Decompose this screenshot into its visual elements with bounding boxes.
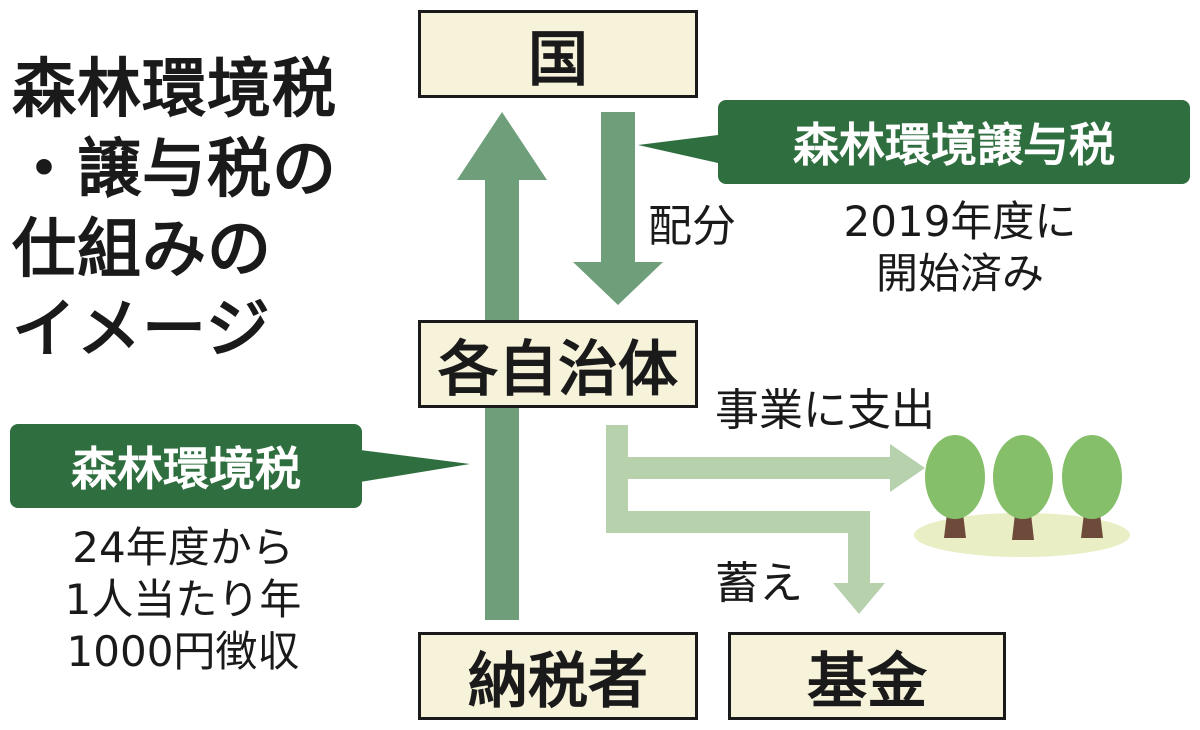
label-distribution: 配分	[648, 201, 736, 252]
title-line-3: 仕組みの	[12, 213, 272, 287]
tree-icon	[993, 435, 1053, 540]
title-line-4: イメージ	[12, 293, 271, 367]
node-taxpayers: 納税者	[418, 632, 698, 720]
callout-forest-tax: 森林環境税	[10, 424, 362, 508]
node-national: 国	[418, 10, 698, 98]
note-forest-tax-line-3: 1000円徴収	[66, 627, 300, 676]
node-local-governments: 各自治体	[418, 320, 698, 408]
transfer-tax-pointer	[638, 135, 718, 163]
tree-icon	[1062, 435, 1122, 538]
title-line-1: 森林環境税	[12, 53, 337, 127]
note-forest-tax: 24年度から 1人当たり年 1000円徴収	[18, 522, 348, 678]
callout-transfer-tax: 森林環境譲与税	[718, 100, 1190, 184]
tree-icon	[925, 435, 985, 538]
note-forest-tax-line-2: 1人当たり年	[64, 575, 302, 624]
arrow-to-spending	[606, 425, 925, 492]
forest-tax-pointer	[360, 450, 470, 482]
note-started: 2019年度に 開始済み	[795, 196, 1125, 300]
note-started-line-2: 開始済み	[875, 249, 1044, 298]
trees-illustration	[914, 435, 1130, 557]
note-started-line-1: 2019年度に	[843, 197, 1077, 246]
node-fund: 基金	[728, 632, 1006, 720]
title-line-2: ・譲与税の	[12, 133, 337, 207]
label-savings: 蓄え	[715, 558, 803, 609]
arrow-to-fund	[606, 475, 885, 614]
label-spending: 事業に支出	[715, 385, 935, 436]
note-forest-tax-line-1: 24年度から	[72, 523, 294, 572]
down-arrow-distribution	[573, 112, 663, 305]
diagram-title: 森林環境税 ・譲与税の 仕組みの イメージ	[12, 50, 412, 370]
